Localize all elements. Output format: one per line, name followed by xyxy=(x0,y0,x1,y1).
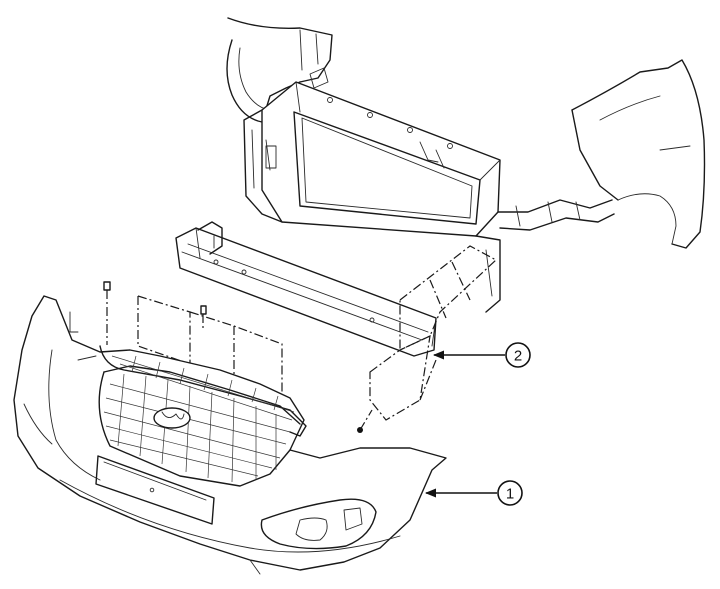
callout-1: 1 xyxy=(424,480,523,506)
front-bumper-cover xyxy=(13,295,447,575)
right-fender xyxy=(571,59,706,249)
radiator-support-frame xyxy=(243,67,615,313)
callout-1-label: 1 xyxy=(506,486,514,503)
callout-2: 2 xyxy=(432,342,531,368)
callout-2-label: 2 xyxy=(514,348,522,365)
bumper-beam xyxy=(175,221,437,357)
fasteners xyxy=(69,281,373,433)
energy-absorber-dashed xyxy=(369,245,498,421)
